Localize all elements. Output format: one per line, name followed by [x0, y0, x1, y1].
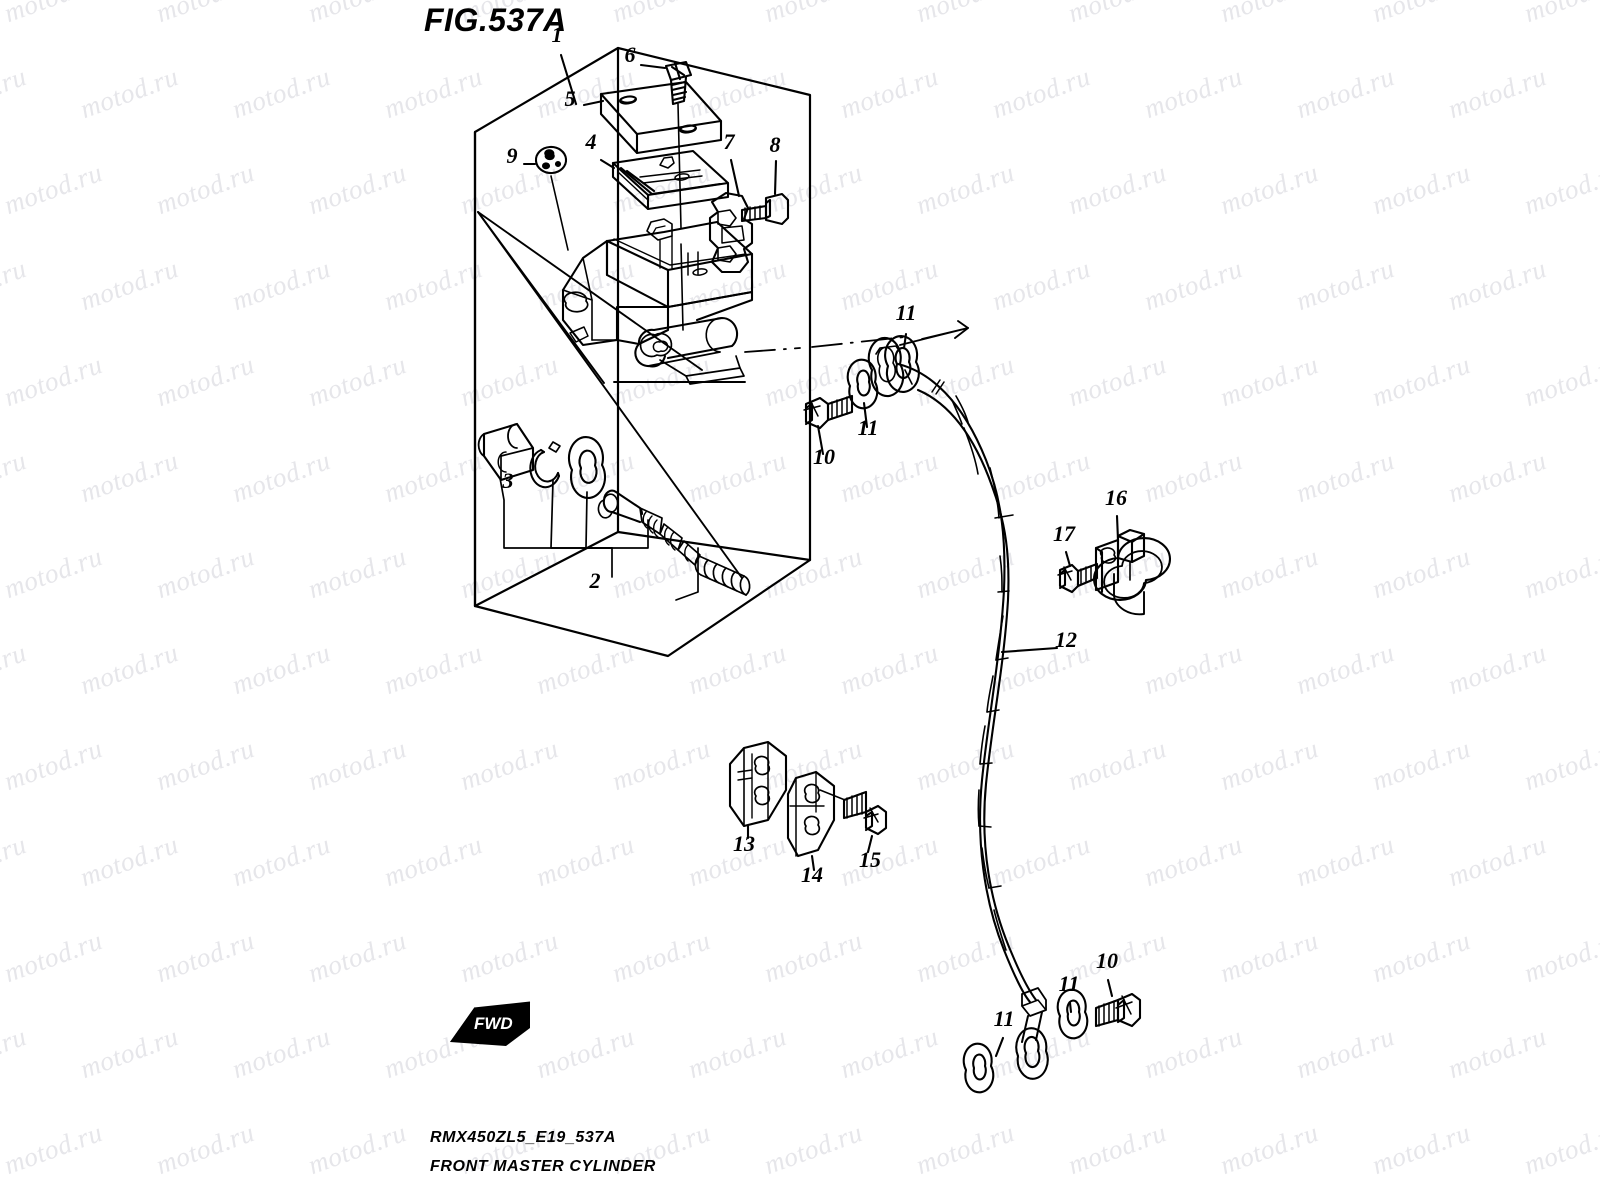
hose-clamp-bracket-part-16 — [1093, 528, 1171, 616]
leader-11-d — [994, 1036, 1005, 1058]
banjo-washer-lower-a — [1056, 988, 1089, 1040]
callout-hose-guard-half-b: 14 — [801, 862, 823, 887]
figure-caption-name: FRONT MASTER CYLINDER — [430, 1158, 656, 1175]
leader-circlip — [550, 479, 613, 549]
leader-11-c — [1068, 1001, 1073, 1014]
banjo-washer-lower-b — [962, 1042, 995, 1094]
leader-17 — [1064, 550, 1072, 568]
piston-assembly — [597, 489, 751, 596]
leader-5 — [582, 99, 605, 107]
leader-15 — [866, 834, 874, 854]
circlip — [529, 441, 561, 489]
callout-banjo-bolt-lower: 10 — [1096, 948, 1118, 973]
hose-guard-half-a-part-13 — [728, 740, 788, 828]
callout-sight-glass-gasket: 9 — [507, 143, 518, 168]
leader-6 — [639, 63, 667, 70]
callout-dust-boot: 3 — [502, 468, 514, 493]
leader-12 — [1000, 646, 1059, 654]
front-brake-hose-part-12 — [896, 362, 1038, 1004]
callout-master-cylinder-assembly-group-box: 1 — [552, 22, 563, 47]
leader-16 — [1115, 514, 1120, 542]
leader-11-a — [902, 332, 908, 350]
callout-hose-clamp-bracket: 16 — [1105, 485, 1127, 510]
callout-banjo-washer-upper-b: 11 — [858, 415, 879, 440]
explode-line-a — [477, 211, 703, 371]
fwd-orientation-marker: FWD — [448, 1000, 532, 1057]
hose-guard-bolt-part-15 — [819, 789, 888, 836]
clamp-bolt-part-8 — [740, 192, 790, 226]
callout-banjo-washer-lower-b: 11 — [994, 1006, 1015, 1031]
hose-guard-half-b-part-14 — [786, 770, 836, 858]
leader-1 — [559, 53, 578, 106]
leader-11-b — [862, 401, 869, 429]
callout-banjo-bolt-upper: 10 — [813, 444, 835, 469]
leader-washer — [585, 491, 613, 549]
leader-8 — [773, 159, 778, 196]
sight-glass-gasket-part-9 — [534, 145, 568, 175]
figure-title: FIG.537A — [424, 2, 567, 38]
callout-handlebar-holder-clamp: 7 — [724, 129, 736, 154]
leader-3 — [499, 477, 613, 549]
callout-piston-set: 2 — [589, 568, 601, 593]
leader-piston — [611, 519, 649, 549]
dust-boot-part-3 — [477, 422, 535, 482]
master-cylinder-body — [561, 218, 754, 385]
hose-banjo-head-lower — [1015, 987, 1049, 1080]
leader-9-down — [550, 175, 569, 251]
figure-caption-code: RMX450ZL5_E19_537A — [430, 1129, 617, 1146]
banjo-bolt-lower-part-10 — [1094, 992, 1142, 1028]
callout-reservoir-cap-screw: 6 — [625, 42, 636, 67]
callout-banjo-washer-upper-a: 11 — [896, 300, 917, 325]
callout-hose-guard-half-a: 13 — [733, 831, 755, 856]
leader-7 — [729, 158, 741, 198]
screw-shaft — [677, 103, 682, 229]
fwd-label: FWD — [474, 1014, 513, 1033]
callout-reservoir-cap: 5 — [565, 86, 576, 111]
reservoir-cap-screw-part-6 — [664, 60, 693, 106]
callout-hose-clamp-bolt: 17 — [1053, 521, 1076, 546]
banjo-washer-upper-b — [846, 358, 879, 410]
leader-10-lower — [1106, 978, 1114, 998]
reservoir-diaphragm-part-4 — [611, 149, 730, 211]
callout-reservoir-diaphragm: 4 — [585, 129, 597, 154]
callout-hose-guard-bolt: 15 — [859, 847, 881, 872]
callout-clamp-bolt: 8 — [770, 132, 781, 157]
leader-11-arrow — [954, 320, 969, 339]
callout-front-brake-hose: 12 — [1055, 627, 1077, 652]
banjo-washer-upper-a — [884, 335, 920, 393]
leader-14 — [810, 854, 816, 872]
screw-shaft-lower — [680, 243, 684, 331]
banjo-bolt-upper-part-10 — [803, 394, 854, 430]
leader-10-upper — [816, 424, 825, 456]
leader-2-right — [675, 547, 699, 601]
callout-banjo-washer-lower-a: 11 — [1059, 971, 1080, 996]
explode-line-d — [477, 211, 743, 579]
hose-clamp-bolt-part-17 — [1057, 562, 1099, 594]
leader-4 — [599, 158, 616, 170]
washer — [567, 435, 607, 500]
assembly-group-box — [473, 46, 812, 658]
